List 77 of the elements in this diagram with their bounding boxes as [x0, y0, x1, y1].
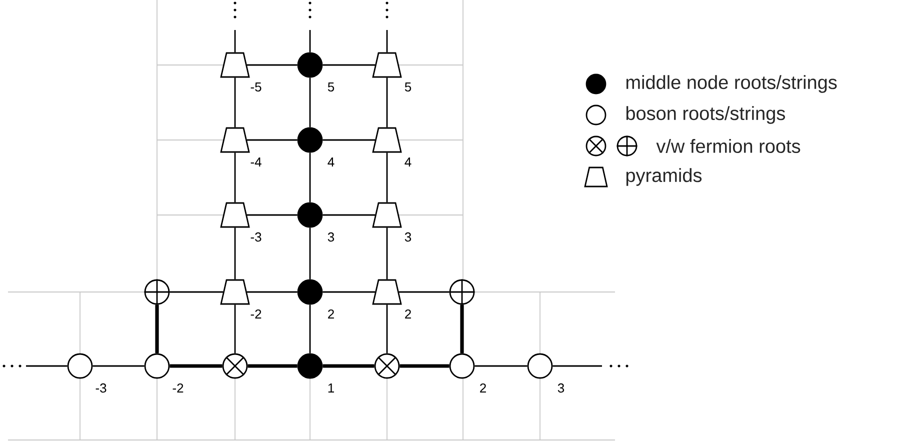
number-label: 2 — [328, 309, 334, 319]
plus-circle — [144, 279, 170, 305]
legend-text: pyramids — [626, 168, 702, 186]
connector-line — [460, 304, 464, 354]
trapezoid-symbol — [220, 279, 250, 305]
number-label: 5 — [404, 82, 412, 92]
trapezoid-symbol — [220, 52, 250, 78]
connector-line — [246, 291, 298, 293]
connector-line — [246, 64, 298, 66]
connector-line — [309, 152, 311, 202]
connector-line — [322, 139, 376, 141]
trapezoid-symbol — [372, 279, 402, 305]
number-label: 2 — [480, 383, 486, 393]
filled-circle — [297, 52, 323, 78]
open-circle — [527, 353, 553, 379]
connector-line — [386, 304, 388, 354]
trapezoid-symbol — [220, 127, 250, 153]
number-label: -2 — [172, 383, 184, 393]
number-label: -3 — [250, 232, 262, 242]
trapezoid-symbol — [220, 202, 250, 228]
connector-line — [92, 365, 144, 367]
number-label: -2 — [250, 309, 262, 319]
number-label: -5 — [250, 82, 262, 92]
number-label: 2 — [405, 309, 411, 319]
connector-line — [234, 304, 236, 354]
connector-line — [246, 139, 298, 141]
number-label: 3 — [404, 232, 412, 242]
connector-line — [386, 152, 388, 202]
connector-line — [234, 30, 236, 52]
connector-line — [309, 304, 311, 354]
connector-line — [170, 291, 224, 293]
connector-line — [309, 228, 311, 280]
connector-line — [322, 364, 374, 368]
connector-line — [309, 78, 311, 128]
filled-circle — [297, 202, 323, 228]
connector-line — [155, 304, 159, 354]
number-label: 4 — [328, 158, 334, 166]
legend-text: v/w fermion roots — [656, 139, 800, 153]
filled-circle — [297, 127, 323, 153]
connector-line — [386, 30, 388, 52]
open-circle — [144, 353, 170, 379]
trapezoid-symbol — [372, 52, 402, 78]
filled-circle — [297, 353, 323, 379]
connector-line — [398, 291, 450, 293]
connector-line — [552, 365, 602, 367]
connector-line — [386, 228, 388, 280]
number-label: 1 — [328, 384, 334, 392]
crossed-circle — [222, 353, 248, 379]
connector-line — [386, 78, 388, 128]
number-label: 3 — [558, 383, 564, 393]
legend-text: boson roots/strings — [626, 106, 785, 124]
trapezoid-symbol — [372, 127, 402, 153]
connector-line — [309, 30, 311, 52]
connector-line — [234, 152, 236, 202]
number-label: 3 — [328, 232, 334, 242]
connector-line — [246, 214, 298, 216]
connector-line — [322, 214, 376, 216]
plus-circle — [449, 279, 475, 305]
crossed-circle — [374, 353, 400, 379]
number-label: 5 — [328, 82, 334, 92]
connector-line — [322, 64, 376, 66]
connector-line — [400, 364, 450, 368]
trapezoid-symbol — [372, 202, 402, 228]
legend-text: middle node roots/strings — [626, 75, 837, 93]
connector-line — [248, 364, 298, 368]
filled-circle — [297, 279, 323, 305]
number-label: 4 — [404, 158, 412, 166]
connector-line — [322, 291, 376, 293]
connector-line — [474, 365, 528, 367]
connector-line — [26, 365, 68, 367]
connector-line — [170, 364, 222, 368]
open-circle — [67, 353, 93, 379]
number-label: -4 — [250, 158, 262, 166]
connector-line — [234, 228, 236, 280]
connector-line — [234, 78, 236, 128]
open-circle — [449, 353, 475, 379]
number-label: -3 — [96, 383, 106, 393]
